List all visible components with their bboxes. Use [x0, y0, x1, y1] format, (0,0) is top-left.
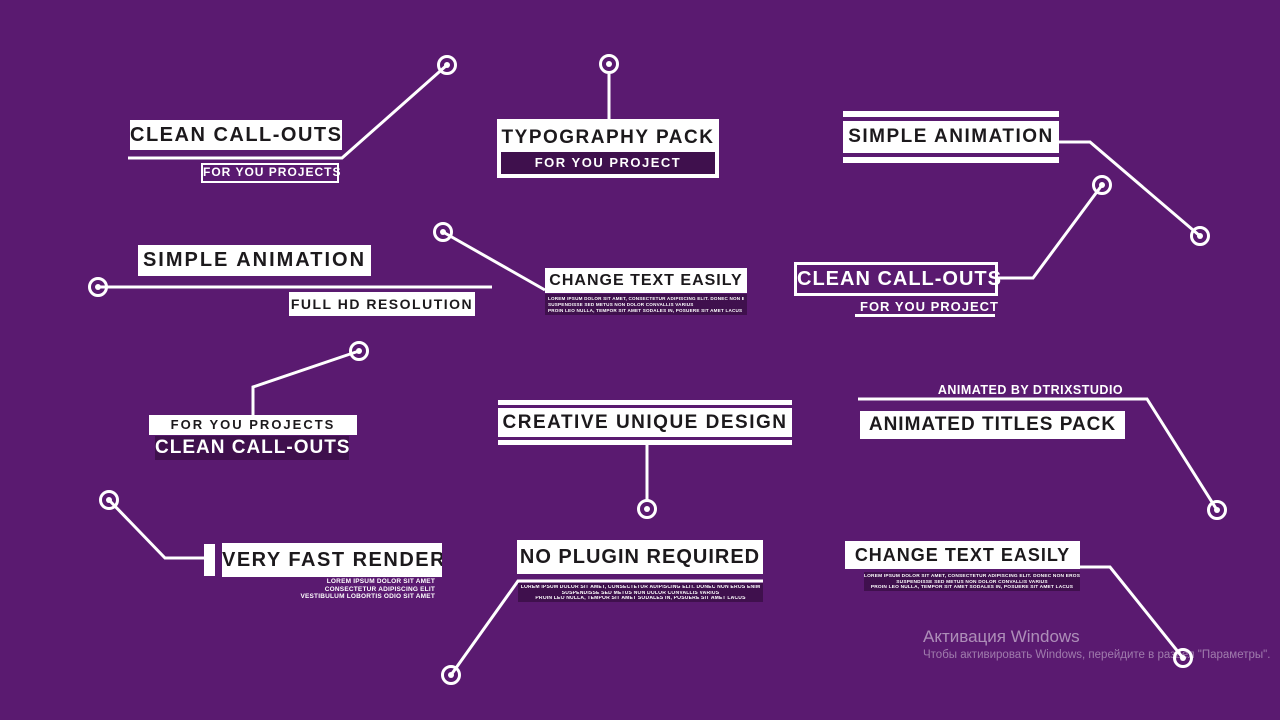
- connector-node-icon: [637, 499, 657, 519]
- connector-node-icon: [1207, 500, 1227, 520]
- callout-title: SIMPLE ANIMATION: [848, 126, 1054, 147]
- body-line: SUSPENDISSE SED METUS NON DOLOR CONVALLI…: [561, 590, 720, 596]
- connector-node-icon: [441, 665, 461, 685]
- callout-title: SIMPLE ANIMATION: [138, 245, 371, 276]
- callout-title: VERY FAST RENDER: [222, 543, 442, 577]
- body-line: LOREM IPSUM DOLOR SIT AMET, CONSECTETUR …: [520, 585, 761, 590]
- connector-line: [128, 63, 448, 160]
- body-line: PROIN LEO NULLA, TEMPOR SIT AMET SODALES…: [548, 307, 743, 313]
- watermark-title: Активация Windows: [923, 627, 1080, 646]
- body-line: SUSPENDISSE SED METUS NON DOLOR CONVALLI…: [896, 579, 1048, 585]
- body-line: LOREM IPSUM DOLOR SIT AMET: [326, 578, 435, 585]
- connector-line: [442, 230, 546, 292]
- connector-node-icon: [433, 222, 453, 242]
- body-line: PROIN LEO NULLA, TEMPOR SIT AMET SODALES…: [870, 585, 1074, 591]
- body-line: CONSECTETUR ADIPISCING ELIT: [324, 585, 435, 593]
- connector-node-icon: [437, 55, 457, 75]
- connector-node-icon: [1190, 226, 1210, 246]
- callout-title: CLEAN CALL-OUTS: [130, 120, 342, 150]
- callout-body: LOREM IPSUM DOLOR SIT AMET, CONSECTETUR …: [545, 294, 747, 315]
- callout-title: ANIMATED TITLES PACK: [860, 411, 1125, 439]
- callout-subtitle: FOR YOU PROJECT: [501, 152, 715, 174]
- body-line: LOREM IPSUM DOLOR SIT AMET, CONSECTETUR …: [864, 574, 1080, 579]
- body-line: SUSPENDISSE SED METUS NON DOLOR CONVALLI…: [548, 301, 694, 307]
- callout-caption: ANIMATED BY DTRIXSTUDIO: [937, 383, 1124, 397]
- callout-creative-unique-design: CREATIVE UNIQUE DESIGN: [498, 400, 792, 445]
- decor-stripe: [498, 437, 792, 440]
- connector-nodes: [88, 54, 1227, 685]
- subtitle-underline: [855, 314, 995, 317]
- connector-line: [1059, 140, 1201, 238]
- connector-node-icon: [599, 54, 619, 74]
- connector-line: [449, 579, 763, 676]
- callout-title: NO PLUGIN REQUIRED: [517, 540, 763, 574]
- connector-node-icon: [88, 277, 108, 297]
- connector-line: [251, 349, 360, 415]
- connector-line: [107, 498, 204, 560]
- callout-typography-pack: TYPOGRAPHY PACK FOR YOU PROJECT: [497, 119, 719, 178]
- callout-subtitle: FULL HD RESOLUTION: [289, 292, 475, 316]
- callout-title: CLEAN CALL-OUTS: [155, 436, 349, 460]
- connector-line: [997, 184, 1104, 280]
- callout-simple-animation-1: SIMPLE ANIMATION: [843, 111, 1059, 163]
- connector-node-icon: [1092, 175, 1112, 195]
- callout-subtitle: FOR YOU PROJECTS: [149, 415, 357, 435]
- callout-body: LOREM IPSUM DOLOR SIT AMET, CONSECTETUR …: [518, 583, 763, 602]
- callout-title: TYPOGRAPHY PACK: [501, 127, 715, 148]
- callout-body: LOREM IPSUM DOLOR SIT AMET, CONSECTETUR …: [864, 572, 1080, 591]
- callout-title: CHANGE TEXT EASILY: [845, 541, 1080, 569]
- callout-title: CLEAN CALL-OUTS: [794, 262, 1001, 296]
- decor-block: [204, 544, 215, 576]
- connector-line: [858, 397, 1219, 511]
- decor-stripe: [843, 153, 1059, 157]
- body-line: LOREM IPSUM DOLOR SIT AMET, CONSECTETUR …: [548, 296, 744, 301]
- connector-node-icon: [349, 341, 369, 361]
- body-line: VESTIBULUM LOBORTIS ODIO SIT AMET: [300, 593, 435, 600]
- callout-body: LOREM IPSUM DOLOR SIT AMET CONSECTETUR A…: [240, 578, 435, 601]
- callout-subtitle: FOR YOU PROJECT: [860, 299, 1000, 314]
- connector-line: [1080, 565, 1185, 659]
- connector-node-icon: [1173, 648, 1193, 668]
- body-line: PROIN LEO NULLA, TEMPOR SIT AMET SODALES…: [535, 596, 746, 602]
- callout-subtitle: FOR YOU PROJECTS: [201, 163, 340, 183]
- decor-stripe: [498, 405, 792, 408]
- windows-activation-watermark: Активация Windows Чтобы активировать Win…: [923, 626, 1270, 663]
- callout-title: CHANGE TEXT EASILY: [545, 268, 747, 293]
- callout-title: CREATIVE UNIQUE DESIGN: [502, 412, 788, 433]
- connector-node-icon: [99, 490, 119, 510]
- watermark-subtitle: Чтобы активировать Windows, перейдите в …: [923, 649, 1271, 661]
- decor-stripe: [843, 117, 1059, 121]
